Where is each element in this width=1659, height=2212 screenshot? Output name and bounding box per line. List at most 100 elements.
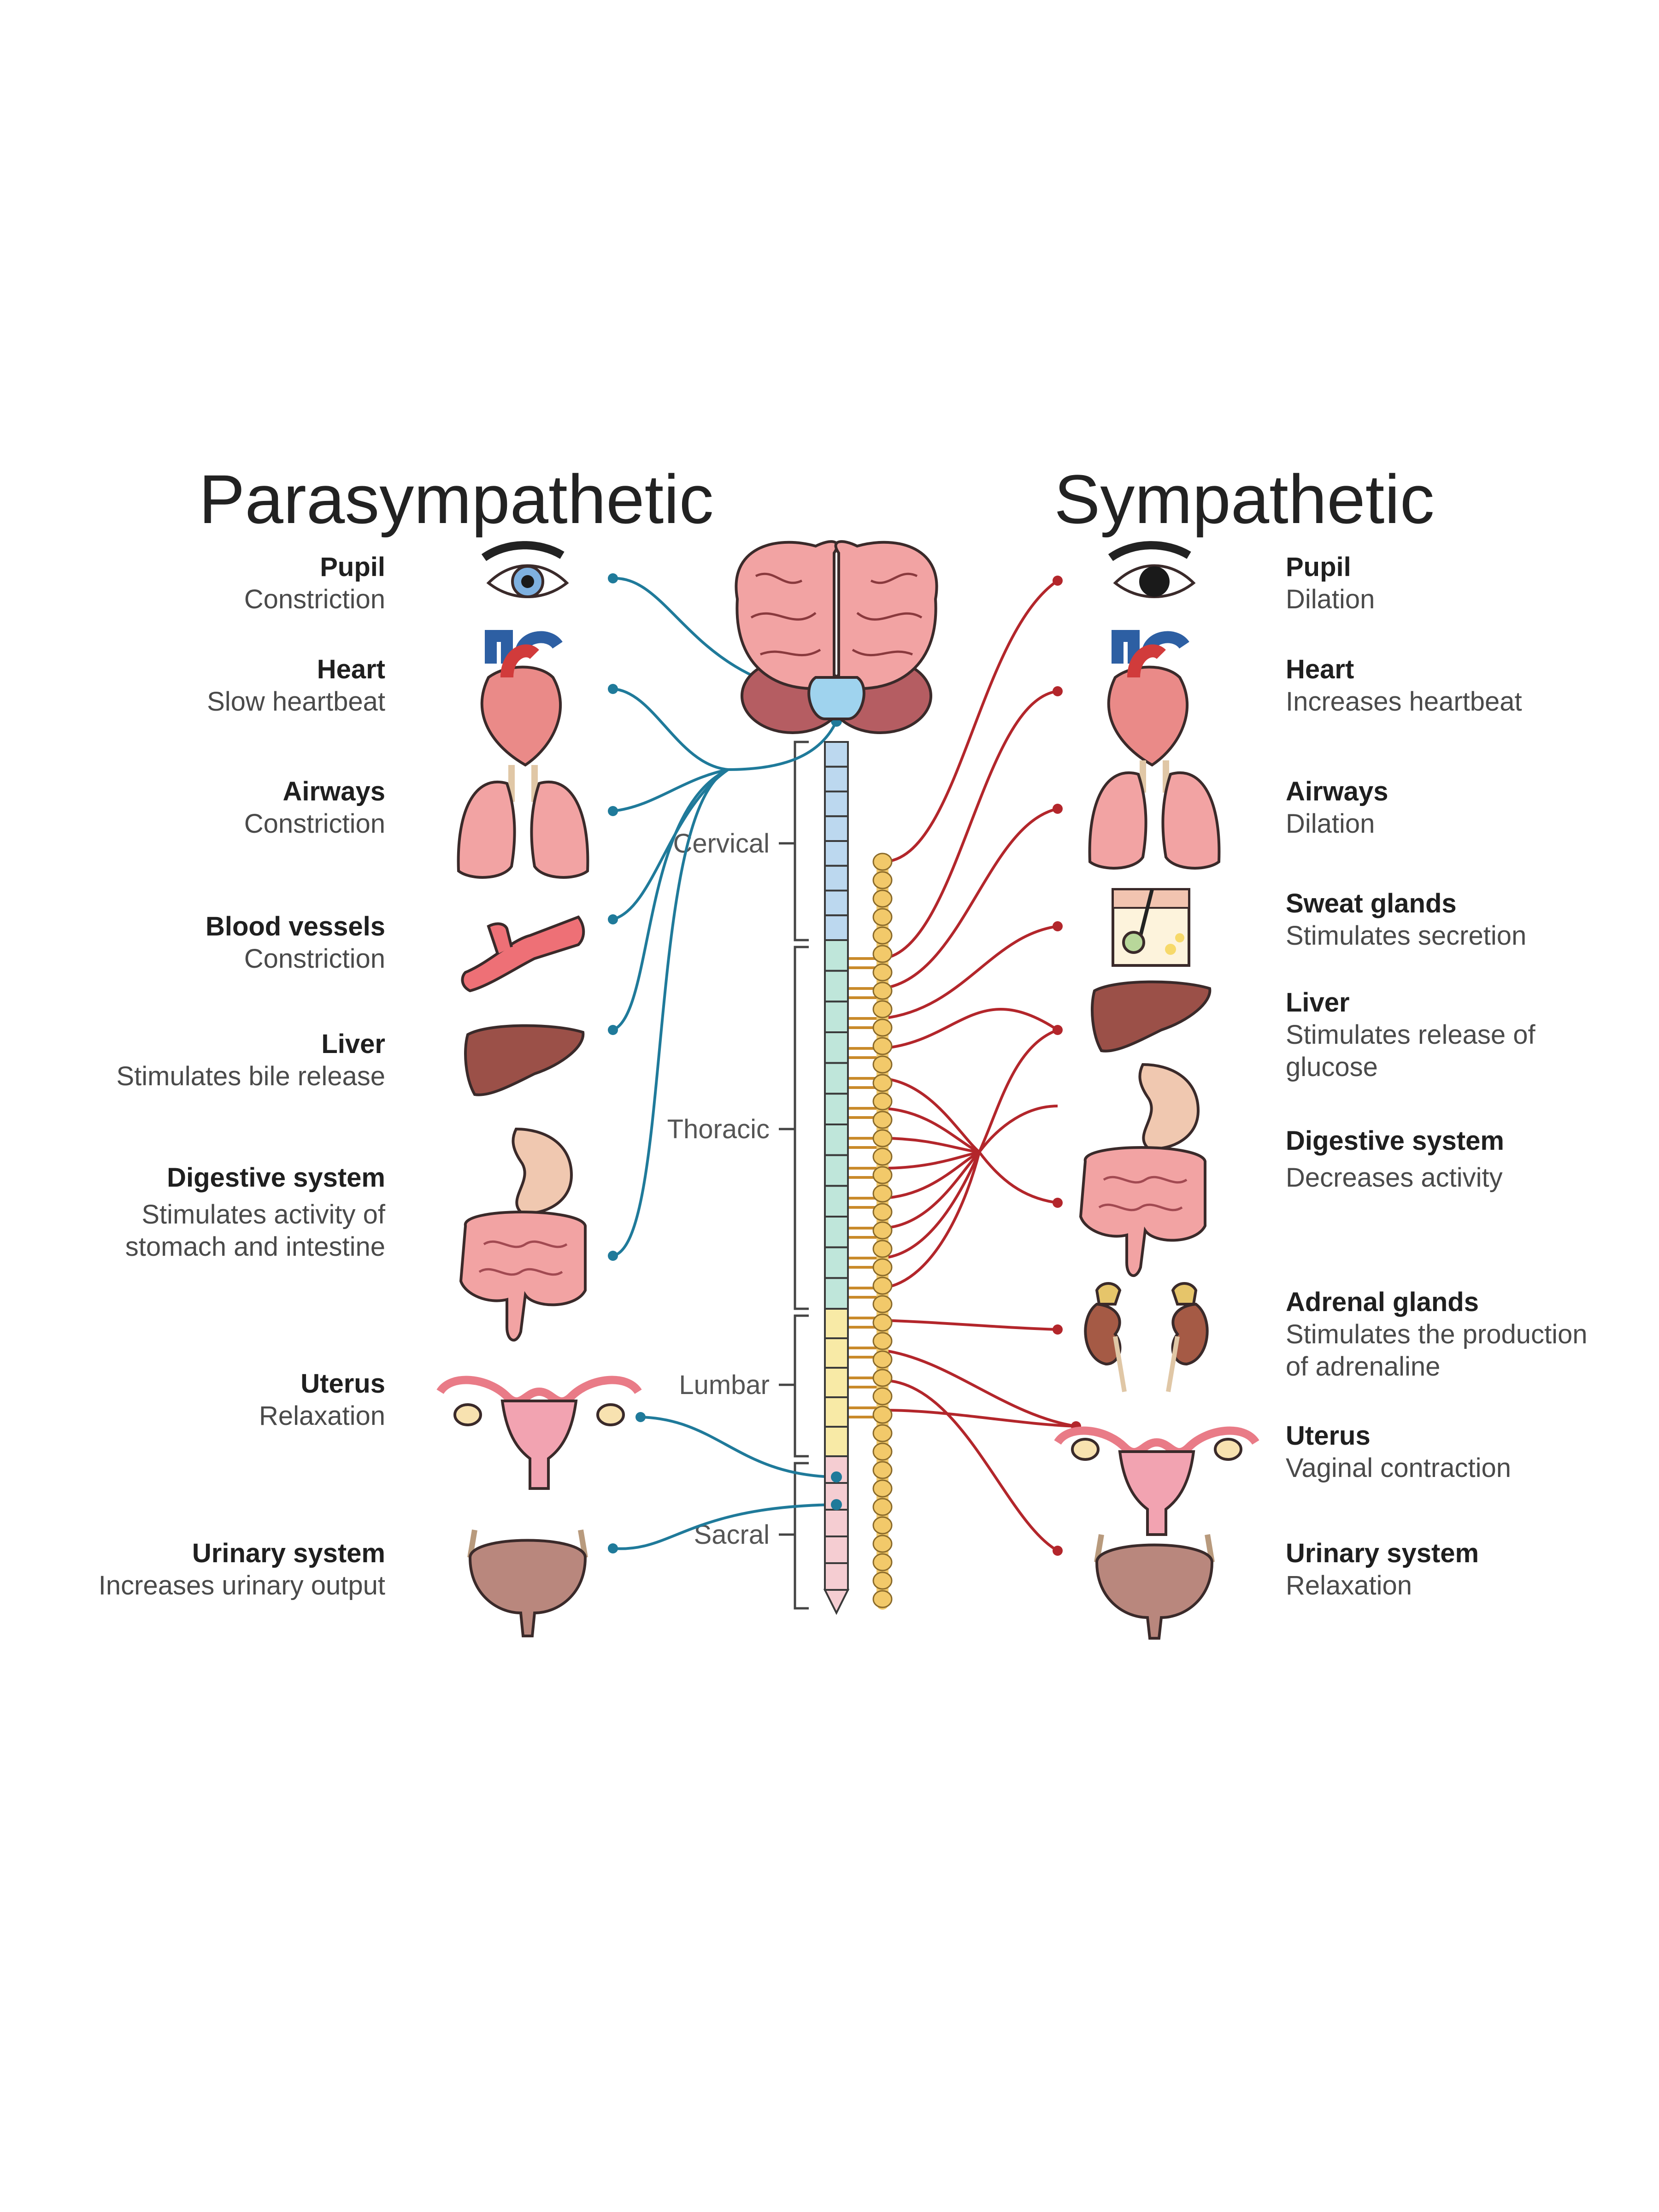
- nerve-symp-thoracic-8: [882, 1151, 980, 1170]
- nerve-para-urinary: [612, 1503, 835, 1550]
- symp-sweat-effect: Stimulates secretion: [1286, 921, 1526, 951]
- symp-pupil-name: Pupil: [1286, 552, 1351, 582]
- nerve-symp-thoracic-9: [882, 1151, 980, 1200]
- para-heart-effect: Slow heartbeat: [207, 687, 385, 717]
- symp-kidney-adrenal-icon: [1084, 1282, 1209, 1392]
- ganglion-node: [872, 1037, 893, 1055]
- nerve-symp-urinary: [882, 1379, 1059, 1552]
- sacral-bracket: [794, 1462, 809, 1610]
- ganglion-node: [872, 1184, 893, 1203]
- symp-sweat-gland-icon: [1112, 888, 1190, 967]
- symp-terminal-dot: [1053, 1198, 1063, 1208]
- para-blood-vessels-name: Blood vessels: [206, 912, 385, 941]
- para-liver-effect: Stimulates bile release: [116, 1061, 385, 1091]
- spinal-segment-cervical: [824, 914, 849, 941]
- ganglion-node: [872, 1313, 893, 1332]
- para-bladder-icon: [467, 1530, 588, 1637]
- symp-uterus-name: Uterus: [1286, 1421, 1371, 1451]
- symp-terminal-dot: [1053, 1546, 1063, 1556]
- nerve-symp-liver-branch: [978, 1029, 1059, 1153]
- brain-icon: [735, 540, 938, 734]
- spinal-segment-thoracic: [824, 1124, 849, 1156]
- sympathetic-ganglion-chain: [872, 853, 893, 1610]
- ganglion-node: [872, 1055, 893, 1074]
- spinal-segment-sacral: [824, 1509, 849, 1537]
- symp-heart-effect: Increases heartbeat: [1286, 687, 1522, 717]
- spinal-segment-lumbar: [824, 1367, 849, 1398]
- ganglion-node: [872, 926, 893, 945]
- para-uterus-icon: [436, 1376, 642, 1490]
- ganglion-node: [872, 1387, 893, 1406]
- para-terminal-dot: [608, 914, 618, 924]
- lumbar-bracket: [794, 1314, 809, 1458]
- symp-liver-name: Liver: [1286, 988, 1350, 1018]
- ganglion-node: [872, 1203, 893, 1221]
- symp-urinary-name: Urinary system: [1286, 1538, 1479, 1568]
- nerve-symp-pupil: [882, 579, 1059, 863]
- ganglion-node: [872, 1258, 893, 1277]
- symp-uterus-effect: Vaginal contraction: [1286, 1453, 1511, 1483]
- nerve-para-liver: [612, 768, 729, 1031]
- ganglion-node: [872, 1277, 893, 1295]
- symp-liver-icon: [1091, 980, 1212, 1053]
- symp-digestive-name: Digestive system: [1286, 1126, 1504, 1156]
- para-heart-icon: [480, 630, 563, 767]
- nerve-symp-liver: [882, 1008, 1059, 1050]
- parasympathetic-nerve-paths: [608, 573, 838, 1553]
- para-origin-dot: [831, 1471, 842, 1483]
- symp-airways-effect: Dilation: [1286, 809, 1375, 839]
- nerve-symp-thoracic-7: [882, 1137, 980, 1153]
- para-blood-vessels-effect: Constriction: [244, 944, 385, 974]
- ganglion-node: [872, 1000, 893, 1018]
- ganglion-node: [872, 853, 893, 871]
- symp-adrenal-effect-line1: Stimulates the production: [1286, 1319, 1587, 1349]
- spinal-segment-thoracic: [824, 1093, 849, 1125]
- ganglion-node: [872, 1221, 893, 1240]
- ganglion-node: [872, 1166, 893, 1184]
- sympathetic-labels: Pupil Dilation Heart Increases heartbeat…: [1286, 552, 1587, 1600]
- para-urinary-effect: Increases urinary output: [99, 1571, 385, 1600]
- nerve-symp-digestive-lower: [978, 1151, 1058, 1204]
- symp-terminal-dot: [1053, 804, 1063, 814]
- nerve-symp-adrenal: [882, 1319, 1058, 1331]
- ganglion-node: [872, 1129, 893, 1147]
- spinal-segment-thoracic: [824, 1031, 849, 1064]
- para-pupil-effect: Constriction: [244, 584, 385, 614]
- spinal-segment-cervical: [824, 790, 849, 818]
- spinal-segment-thoracic: [824, 970, 849, 1003]
- symp-bladder-icon: [1094, 1534, 1215, 1640]
- symp-urinary-effect: Relaxation: [1286, 1571, 1412, 1600]
- symp-liver-effect-line1: Stimulates release of: [1286, 1020, 1535, 1050]
- nerve-symp-thoracic-10: [882, 1151, 981, 1230]
- ganglion-node: [872, 1092, 893, 1111]
- ganglion-node: [872, 1553, 893, 1571]
- ganglion-node: [872, 1498, 893, 1516]
- spinal-segment-thoracic: [824, 1000, 849, 1033]
- nerve-para-airways: [612, 768, 729, 812]
- symp-adrenal-effect-line2: of adrenaline: [1286, 1352, 1440, 1382]
- spinal-segment-lumbar: [824, 1308, 849, 1339]
- symp-sweat-name: Sweat glands: [1286, 888, 1457, 918]
- nerve-symp-sweat: [882, 925, 1058, 1020]
- ganglion-node: [872, 945, 893, 963]
- symp-heart-name: Heart: [1286, 654, 1354, 684]
- para-terminal-dot: [608, 573, 618, 583]
- spinal-segment-thoracic: [824, 1154, 849, 1187]
- para-pupil-name: Pupil: [320, 552, 385, 582]
- spinal-segment-thoracic: [824, 1216, 849, 1248]
- nerve-symp-thoracic-11: [882, 1151, 981, 1259]
- ganglion-node: [872, 908, 893, 926]
- title-parasympathetic: Parasympathetic: [199, 460, 713, 538]
- ganglion-node: [872, 871, 893, 889]
- parasympathetic-labels: Pupil Constriction Heart Slow heartbeat …: [99, 552, 386, 1600]
- spinal-segment-thoracic: [824, 1246, 849, 1279]
- nerve-symp-uterus-2: [882, 1409, 1077, 1428]
- para-heart-name: Heart: [317, 654, 385, 684]
- spinal-segment-sacral: [824, 1535, 849, 1564]
- spinal-segment-lumbar: [824, 1337, 849, 1369]
- spinal-cord-tip: [823, 1589, 850, 1615]
- para-airways-name: Airways: [283, 777, 385, 806]
- ganglion-node: [872, 1461, 893, 1479]
- para-digestive-name: Digestive system: [167, 1163, 385, 1193]
- para-terminal-dot: [608, 684, 618, 694]
